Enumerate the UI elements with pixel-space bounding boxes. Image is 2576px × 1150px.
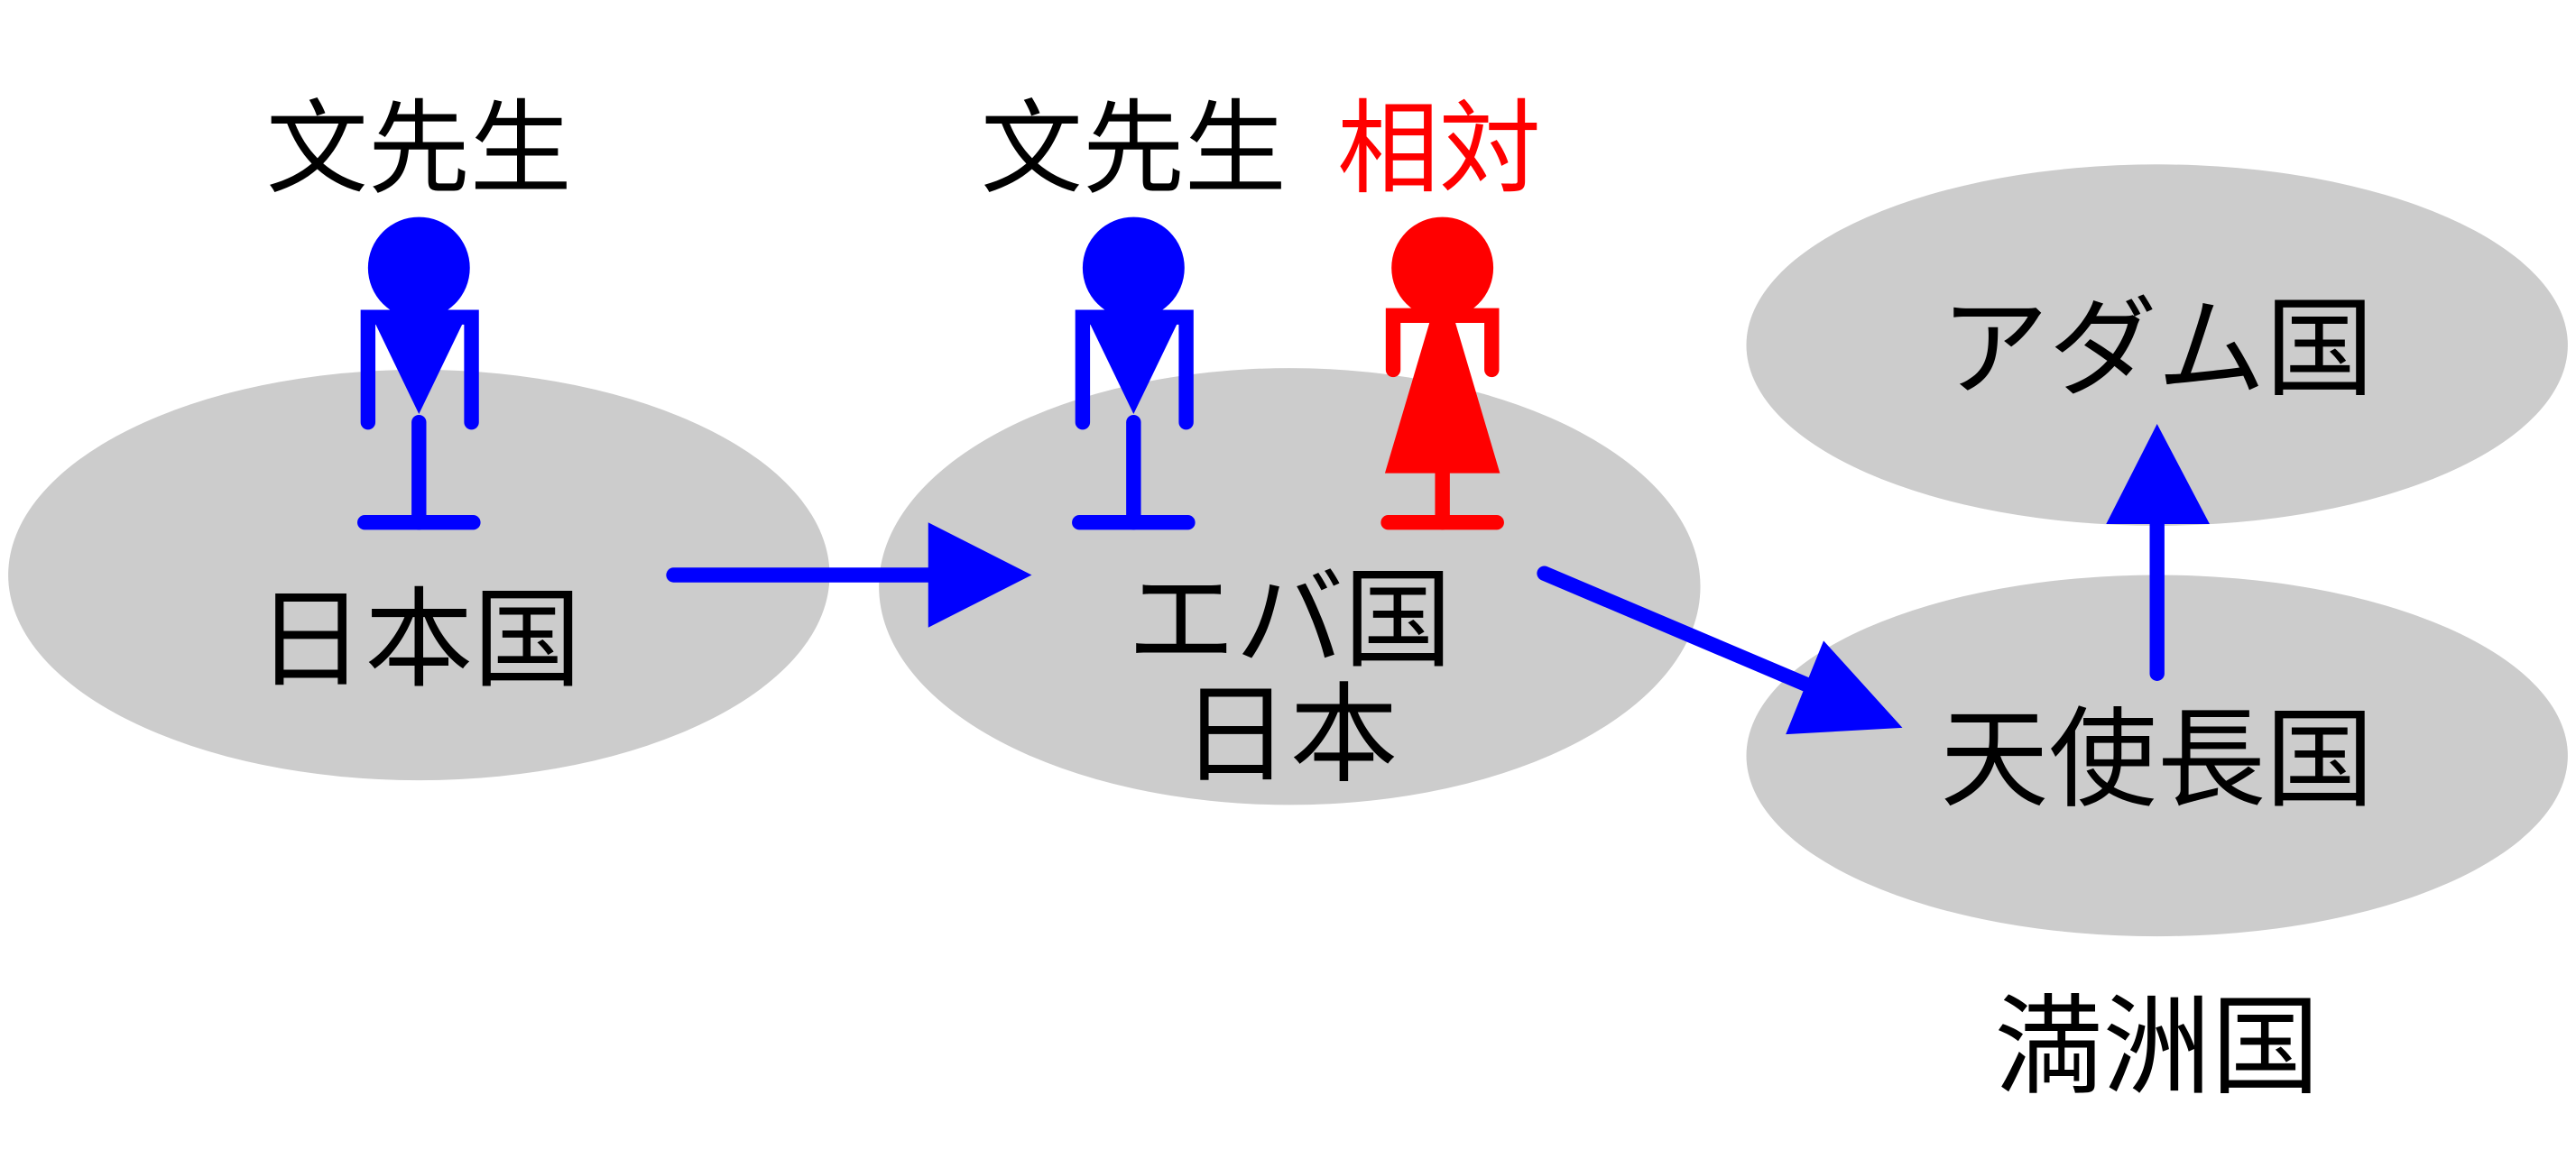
region-eva (879, 368, 1701, 805)
male-figure-icon (357, 216, 481, 530)
region-archangel (1746, 575, 2568, 937)
region-archangel-label: 天使長国 (1940, 696, 2374, 823)
region-manchuria-label: 満洲国 (1994, 984, 2319, 1110)
arrow-eva-to-archangel (1537, 566, 1903, 735)
person2-label: 文先生 (981, 89, 1287, 208)
region-eva-label: エバ国 (1127, 557, 1452, 684)
region-eva-sublabel: 日本 (1181, 672, 1398, 798)
region-japan (8, 369, 830, 781)
arrow-archangel-to-adam (2106, 423, 2210, 681)
region-adam (1746, 164, 2568, 526)
male-figure-icon (1072, 216, 1196, 530)
female-figure-icon (1380, 216, 1504, 530)
person3-label: 相対 (1337, 89, 1541, 208)
region-adam-label: アダム国 (1940, 286, 2374, 412)
arrow-japan-to-eva (666, 522, 1032, 628)
region-japan-label: 日本国 (256, 576, 581, 703)
person1-label: 文先生 (266, 89, 572, 208)
